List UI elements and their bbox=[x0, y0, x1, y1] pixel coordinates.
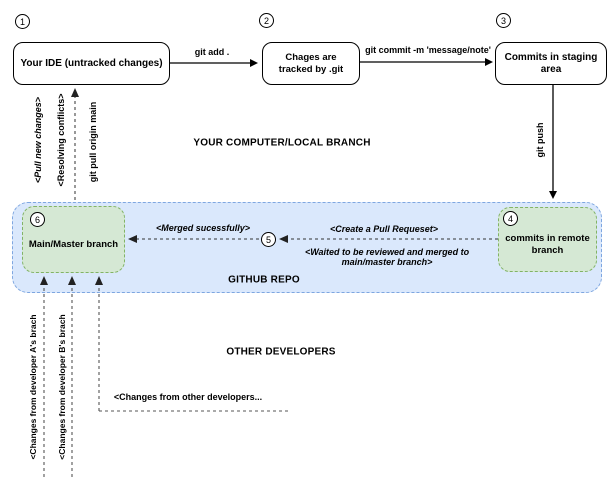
node-label: Commits in staging area bbox=[504, 51, 598, 75]
edge-label-git-push: git push bbox=[535, 122, 545, 158]
edge-label-git-pull: git pull origin main bbox=[88, 101, 98, 183]
arrow-git-pull bbox=[71, 88, 79, 200]
edge-label-waited-review: <Waited to be reviewed and merged to mai… bbox=[304, 247, 470, 267]
step-number: 6 bbox=[34, 214, 40, 225]
step-badge-6: 6 bbox=[30, 212, 45, 227]
step-badge-3: 3 bbox=[496, 13, 511, 28]
edge-label-git-add: git add . bbox=[194, 47, 230, 57]
step-number: 5 bbox=[265, 234, 271, 245]
section-title-local-branch: YOUR COMPUTER/LOCAL BRANCH bbox=[193, 137, 371, 149]
step-number: 1 bbox=[19, 16, 25, 27]
node-label: Main/Master branch bbox=[28, 238, 119, 250]
edge-label-resolving-conflicts: <Resolving conflicts> bbox=[56, 93, 66, 187]
step-badge-5: 5 bbox=[261, 232, 276, 247]
arrow-git-add bbox=[170, 59, 258, 67]
node-staging-area: Commits in staging area bbox=[495, 42, 607, 85]
section-title-github-repo: GITHUB REPO bbox=[228, 274, 300, 286]
node-label: commits in remote branch bbox=[505, 233, 590, 256]
edge-label-developer-a: <Changes from developer A's brach bbox=[28, 314, 38, 460]
edge-label-developer-b: <Changes from developer B's brach bbox=[57, 314, 67, 460]
node-ide: Your IDE (untracked changes) bbox=[13, 42, 170, 85]
arrow-developer-a bbox=[40, 276, 48, 477]
arrow-merged bbox=[128, 235, 259, 243]
node-label: Your IDE (untracked changes) bbox=[20, 57, 163, 69]
edge-label-pull-new-changes: <Pull new changes> bbox=[33, 96, 43, 184]
arrow-git-commit bbox=[360, 58, 493, 66]
node-label: Chages are tracked by .git bbox=[278, 52, 344, 75]
step-number: 2 bbox=[263, 15, 269, 26]
arrow-create-pr bbox=[279, 235, 498, 243]
edge-label-other-developers: <Changes from other developers... bbox=[113, 392, 263, 402]
node-tracked-changes: Chages are tracked by .git bbox=[262, 42, 360, 85]
arrow-git-push bbox=[549, 85, 557, 199]
edge-label-merged: <Merged sucessfully> bbox=[155, 223, 251, 233]
arrow-developer-b bbox=[68, 276, 76, 477]
step-badge-1: 1 bbox=[15, 14, 30, 29]
arrow-other-developers bbox=[95, 276, 290, 412]
step-number: 4 bbox=[507, 213, 513, 224]
step-badge-2: 2 bbox=[259, 13, 274, 28]
section-title-other-developers: OTHER DEVELOPERS bbox=[226, 346, 336, 358]
edge-label-create-pr: <Create a Pull Requeset> bbox=[329, 224, 439, 234]
step-badge-4: 4 bbox=[503, 211, 518, 226]
step-number: 3 bbox=[500, 15, 506, 26]
edge-label-git-commit: git commit -m 'message/note' bbox=[365, 45, 491, 55]
